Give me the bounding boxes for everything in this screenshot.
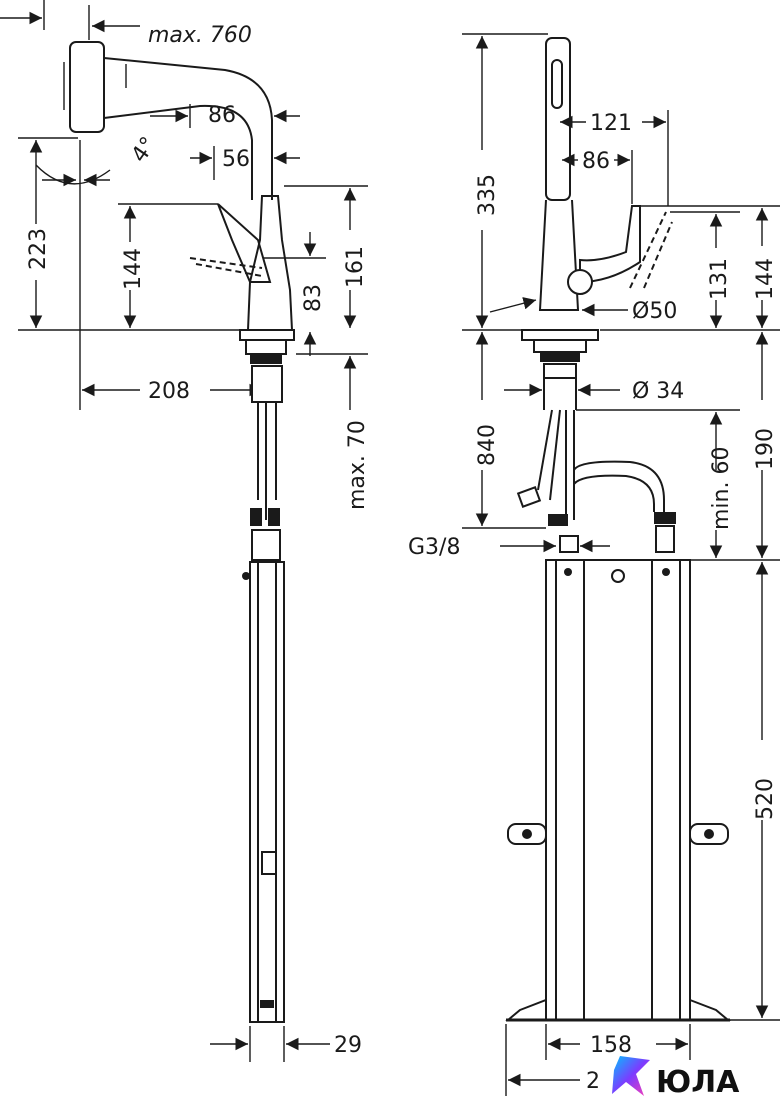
front-view: 335 121 86 131 144 Ø50 Ø 34 840 bbox=[408, 33, 780, 1096]
dim-depth-208: 208 bbox=[148, 379, 190, 404]
dim-height-144: 144 bbox=[121, 248, 146, 290]
dim-height-161: 161 bbox=[343, 246, 368, 288]
dim-hose-840: 840 bbox=[475, 424, 500, 466]
dim-spout-86: 86 bbox=[208, 103, 236, 128]
watermark-text: ЮЛА bbox=[656, 1065, 740, 1100]
dim-height-131: 131 bbox=[707, 258, 732, 300]
side-view: max. 760 86 56 4° bbox=[0, 0, 370, 1062]
dim-width-2: 2 bbox=[586, 1069, 600, 1094]
dim-spout-56: 56 bbox=[222, 147, 250, 172]
dim-thread: G3/8 bbox=[408, 535, 460, 560]
dim-height-223: 223 bbox=[26, 228, 51, 270]
dim-width-121: 121 bbox=[590, 111, 632, 136]
dim-width-29: 29 bbox=[334, 1033, 362, 1058]
star-icon bbox=[612, 1056, 650, 1096]
dim-width-86: 86 bbox=[582, 149, 610, 174]
dim-height-83: 83 bbox=[301, 284, 326, 312]
dim-height-520: 520 bbox=[753, 778, 778, 820]
dim-base-dia: Ø50 bbox=[632, 299, 677, 324]
dim-max-70: max. 70 bbox=[345, 420, 370, 510]
dim-max-reach: max. 760 bbox=[148, 23, 252, 48]
dim-hole-dia: Ø 34 bbox=[632, 379, 684, 404]
dim-angle: 4° bbox=[127, 133, 162, 168]
dim-height-190: 190 bbox=[753, 428, 778, 470]
dim-width-158: 158 bbox=[590, 1033, 632, 1058]
watermark-logo: ЮЛА bbox=[612, 1056, 740, 1100]
dim-height-335: 335 bbox=[475, 174, 500, 216]
dim-height-144-front: 144 bbox=[753, 258, 778, 300]
dim-min-60: min. 60 bbox=[709, 447, 734, 530]
